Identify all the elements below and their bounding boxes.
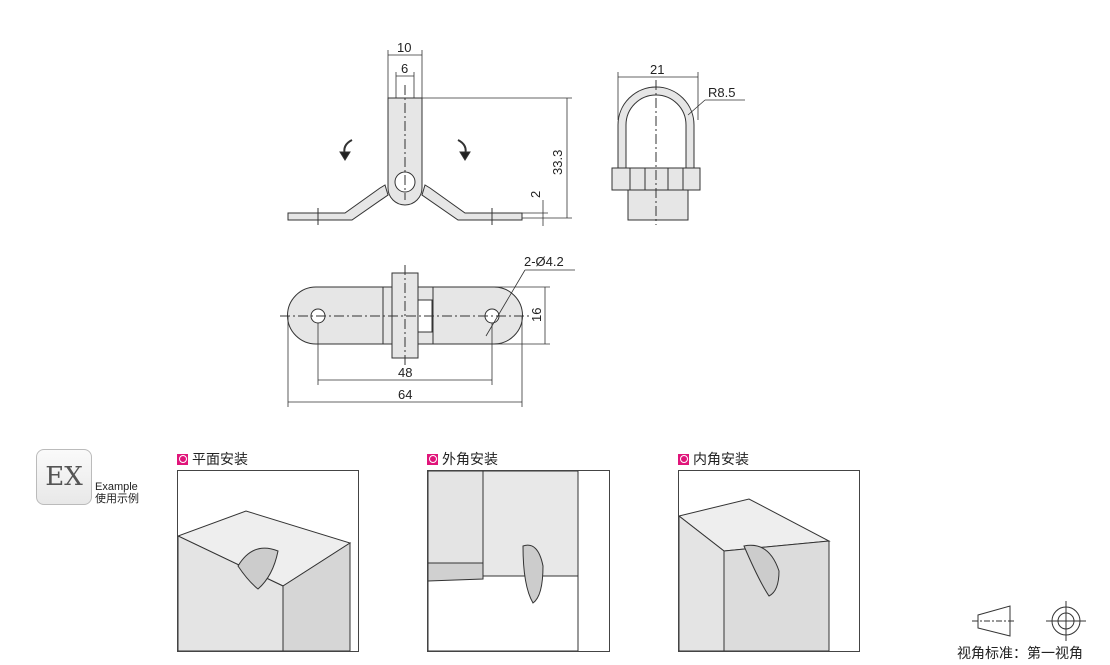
dim-hole: 2-Ø4.2 — [524, 254, 564, 269]
dim-64: 64 — [398, 387, 412, 402]
dim-48: 48 — [398, 365, 412, 380]
example-inner-corner-mount — [678, 470, 860, 652]
example-label: Example 使用示例 — [95, 481, 139, 505]
side-view — [611, 80, 701, 225]
dim-r8-5: R8.5 — [708, 85, 735, 100]
panel-title-inner: 内角安装 — [678, 449, 749, 469]
circle-marker-icon — [427, 453, 438, 465]
first-angle-projection-icon — [972, 601, 1086, 641]
dim-33-3: 33.3 — [550, 150, 565, 175]
front-view — [287, 85, 523, 225]
panel-title-flat: 平面安装 — [177, 449, 248, 469]
panel-title-outer: 外角安装 — [427, 449, 498, 469]
circle-marker-icon — [177, 453, 188, 465]
example-outer-corner-mount — [427, 470, 610, 652]
top-view — [280, 265, 530, 365]
dim-21: 21 — [650, 62, 664, 77]
dim-10: 10 — [397, 40, 411, 55]
dim-6: 6 — [401, 61, 408, 76]
dimension-lines — [287, 50, 745, 407]
circle-marker-icon — [678, 453, 689, 465]
dim-16: 16 — [529, 308, 544, 322]
example-logo: EX — [36, 449, 92, 505]
example-flat-mount — [177, 470, 359, 652]
dim-2: 2 — [528, 191, 543, 198]
dimension-labels: 10 6 33.3 2 21 R8.5 2-Ø4.2 16 48 64 — [397, 40, 735, 402]
projection-standard-label: 视角标准：第一视角 — [957, 645, 1083, 661]
